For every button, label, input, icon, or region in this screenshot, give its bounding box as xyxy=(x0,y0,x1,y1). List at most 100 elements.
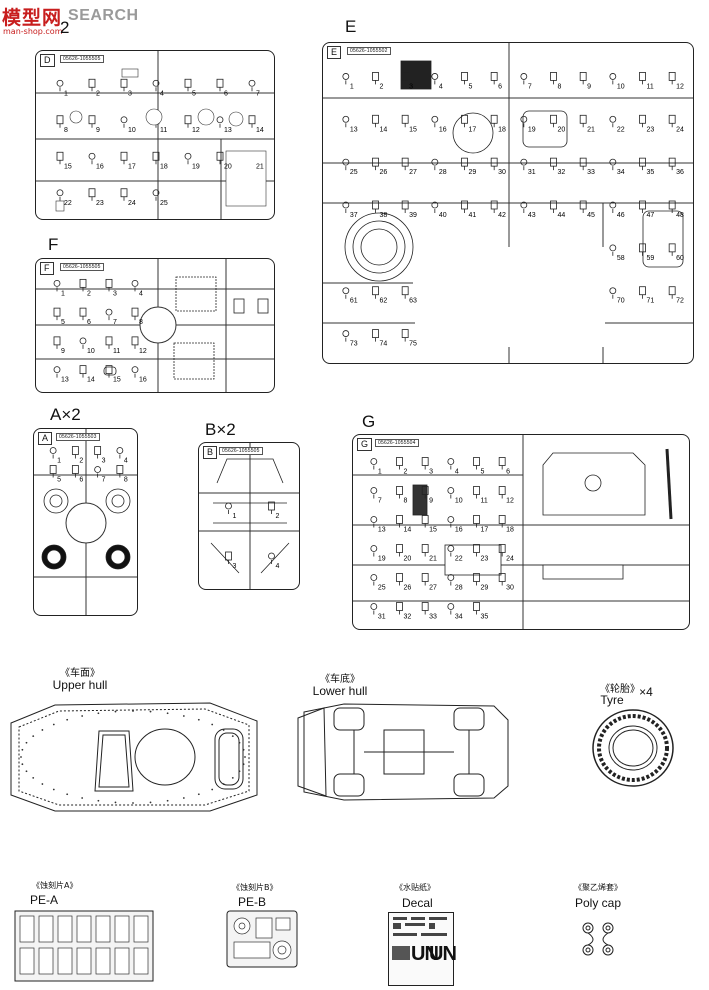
site-logo[interactable]: 模型网 SEARCH xyxy=(2,2,139,30)
rivet xyxy=(41,783,44,785)
part-number: 46 xyxy=(617,212,625,219)
part-number: 6 xyxy=(498,83,502,90)
part-number: 71 xyxy=(647,298,655,305)
decal-label-en: Decal xyxy=(402,896,433,910)
sprue-part xyxy=(639,286,646,296)
sprue-part xyxy=(639,72,646,81)
sprue-part xyxy=(56,189,64,197)
part-number: 40 xyxy=(439,212,447,219)
rivet xyxy=(52,788,55,791)
part-number: 30 xyxy=(506,585,514,592)
rivet xyxy=(231,735,234,738)
part-number: 4 xyxy=(139,290,143,297)
sprue-part xyxy=(498,457,506,466)
sprue-part xyxy=(461,200,468,210)
part-number: 11 xyxy=(113,348,120,355)
pe-part xyxy=(38,947,54,975)
part-number: 8 xyxy=(64,127,68,134)
rivet xyxy=(231,776,234,779)
rivet xyxy=(197,718,200,721)
sprue-b-tag: B xyxy=(203,446,218,459)
part-number: 10 xyxy=(617,83,625,90)
sprue-part xyxy=(639,157,646,167)
part-number: 70 xyxy=(617,298,625,305)
sprue-part xyxy=(609,287,617,295)
sprue-part xyxy=(490,157,498,167)
sprue-a-tag: A xyxy=(38,432,53,445)
sprue-part xyxy=(579,157,587,167)
sprue-part xyxy=(668,72,676,81)
rivet xyxy=(52,723,55,726)
part-number: 75 xyxy=(409,341,417,348)
sprue-part xyxy=(396,544,403,553)
pe-a-label-en: PE-A xyxy=(30,893,59,907)
rivet xyxy=(20,756,22,758)
part-number: 35 xyxy=(647,169,655,176)
rivet xyxy=(32,776,35,779)
pe-part xyxy=(38,915,54,943)
part-number: 3 xyxy=(102,458,106,465)
part-number: 28 xyxy=(439,169,447,176)
part-number: 9 xyxy=(429,498,433,505)
sprue-part xyxy=(401,286,409,296)
sprue-part xyxy=(372,157,379,167)
sprue-part xyxy=(396,515,403,524)
rivet xyxy=(21,748,24,751)
rivet xyxy=(242,763,245,766)
part-number: 4 xyxy=(124,458,128,465)
sprue-part xyxy=(639,200,646,210)
sprue-part xyxy=(342,287,350,295)
part-number: 32 xyxy=(558,169,566,176)
part-number: 63 xyxy=(409,298,417,305)
pe-part xyxy=(114,915,130,943)
part-number: 22 xyxy=(617,126,625,133)
sprue-part xyxy=(116,447,124,454)
part-number: 4 xyxy=(455,469,459,476)
sprue-part xyxy=(490,200,498,210)
part-number: 42 xyxy=(498,212,506,219)
part-number: 2 xyxy=(380,83,384,90)
part-number: 12 xyxy=(192,127,200,134)
part-number: 25 xyxy=(350,169,358,176)
part-number: 16 xyxy=(139,377,147,384)
tyre-quantity: ×4 xyxy=(639,685,653,699)
sprue-part xyxy=(152,189,160,197)
sprue-part xyxy=(370,545,378,552)
sprue-part xyxy=(520,115,528,123)
part-number: 13 xyxy=(350,126,358,133)
sprue-part xyxy=(396,486,403,495)
sprue-part xyxy=(609,115,617,123)
sprue-part xyxy=(225,551,232,561)
rivet xyxy=(114,710,117,713)
part-number: 18 xyxy=(160,163,168,170)
lower-hull-drawing xyxy=(297,703,509,801)
part-number: 41 xyxy=(469,212,477,219)
part-number: 25 xyxy=(378,585,386,592)
sprue-part xyxy=(120,188,128,198)
sprue-part xyxy=(342,73,350,80)
part-number: 2 xyxy=(79,458,83,465)
part-number: 1 xyxy=(64,90,68,97)
part-number: 45 xyxy=(587,212,595,219)
sprue-g-code: 05626-1055504 xyxy=(375,439,419,447)
part-number: 21 xyxy=(587,126,595,133)
part-number: 17 xyxy=(481,527,489,534)
sprue-part xyxy=(461,72,468,81)
sprue-a-title: A×2 xyxy=(50,405,81,424)
part-number: 6 xyxy=(79,477,83,484)
sprue-part xyxy=(401,157,409,167)
part-number: 12 xyxy=(506,498,514,505)
part-number: 6 xyxy=(506,469,510,476)
part-number: 61 xyxy=(350,298,358,305)
part-number: 8 xyxy=(404,498,408,505)
part-number: 4 xyxy=(439,83,443,90)
part-number: 7 xyxy=(378,498,382,505)
sprue-part xyxy=(421,602,429,611)
sprue-part xyxy=(79,337,87,345)
sprue-part xyxy=(342,201,350,209)
part-number: 14 xyxy=(404,527,412,534)
sprue-e-code: 05626-1055502 xyxy=(347,47,391,55)
decal-label-cn: 《水贴纸》 xyxy=(395,883,435,892)
sprue-part xyxy=(372,200,379,210)
